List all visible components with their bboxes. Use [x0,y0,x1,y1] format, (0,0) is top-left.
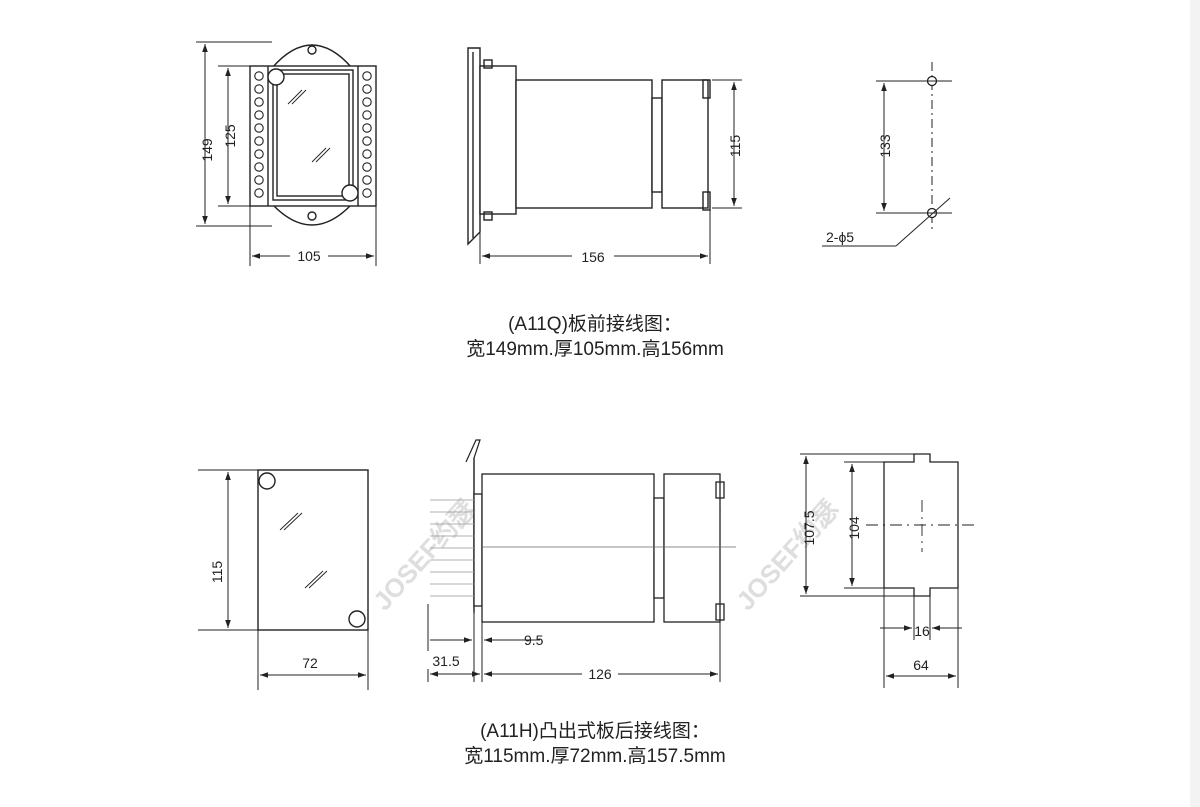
dim-156: 156 [581,249,605,265]
watermark-4: JOSEF约瑟 [730,494,844,616]
top-cutout [822,62,952,247]
dim-115-top: 115 [727,135,743,158]
bottom-caption-title: (A11H)凸出式板后接线图： [480,721,710,742]
dim-104: 104 [846,516,862,540]
dim-149: 149 [199,138,215,162]
top-caption: (A11Q)板前接线图： 宽149mm.厚105mm.高156mm [0,312,1190,362]
dim-holes: 2-ϕ5 [826,229,854,245]
dim-105: 105 [297,248,321,264]
bottom-front-dims [198,469,369,690]
bottom-caption: (A11H)凸出式板后接线图： 宽115mm.厚72mm.高157.5mm [0,719,1190,769]
dim-125: 125 [222,124,238,148]
bottom-caption-dimensions: 宽115mm.厚72mm.高157.5mm [464,746,726,767]
dim-115-bottom: 115 [209,561,225,584]
dim-16: 16 [914,623,930,639]
top-caption-dimensions: 宽149mm.厚105mm.高156mm [466,339,724,360]
dim-64: 64 [913,657,929,673]
bottom-front-view [257,469,369,631]
bottom-cutout [866,453,976,597]
dim-133: 133 [877,134,893,158]
bottom-side-view [430,439,736,623]
dim-107-5: 107.5 [801,510,817,545]
dim-72: 72 [302,655,318,671]
top-caption-title: (A11Q)板前接线图： [508,314,682,335]
top-front-view [249,44,377,226]
bottom-cutout-dims [800,453,962,688]
dim-126: 126 [588,666,612,682]
dim-9-5: 9.5 [524,632,544,648]
top-front-dims [196,41,377,266]
top-side-view [467,47,711,246]
page-edge-strip [1190,0,1200,807]
dim-31-5: 31.5 [432,653,459,669]
